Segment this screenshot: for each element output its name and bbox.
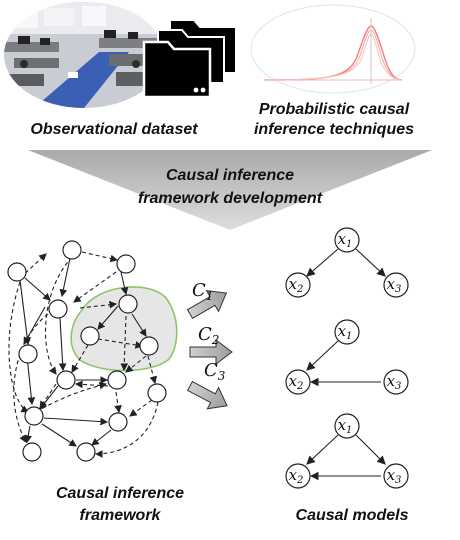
c2-label: C2: [198, 324, 219, 347]
causal-models: x1 x2 x3 x1 x2 x3 x1 x2 x3: [272, 222, 432, 492]
folders-icon: [140, 16, 240, 99]
framework-graph: [0, 232, 190, 472]
techniques-label-line1: Probabilistic causal: [258, 101, 410, 118]
models-label: Causal models: [295, 507, 409, 524]
m1-x1: x1: [338, 230, 353, 250]
c3-label: C3: [204, 360, 226, 383]
m2-x3: x3: [387, 372, 402, 392]
office-photo: [4, 2, 164, 108]
m3-x2: x2: [289, 466, 304, 486]
techniques-label-line2: inference techniques: [253, 121, 415, 138]
dataset-label: Observational dataset: [30, 121, 198, 138]
c1-label: C1: [192, 280, 213, 303]
m2-x2: x2: [289, 372, 304, 392]
m2-x1: x1: [338, 322, 353, 342]
transform-arrows: C1 C2 C3: [180, 270, 260, 430]
framework-label-line2: framework: [79, 507, 161, 524]
framework-label-line1: Causal inference: [55, 485, 185, 502]
m3-x3: x3: [387, 466, 402, 486]
m3-x1: x1: [338, 416, 353, 436]
distribution-curve: [250, 4, 416, 94]
m1-x3: x3: [387, 275, 402, 295]
m1-x2: x2: [289, 275, 304, 295]
banner-line2: framework development: [137, 190, 323, 207]
banner-line1: Causal inference: [165, 167, 295, 184]
framework-development-banner: [28, 150, 432, 230]
